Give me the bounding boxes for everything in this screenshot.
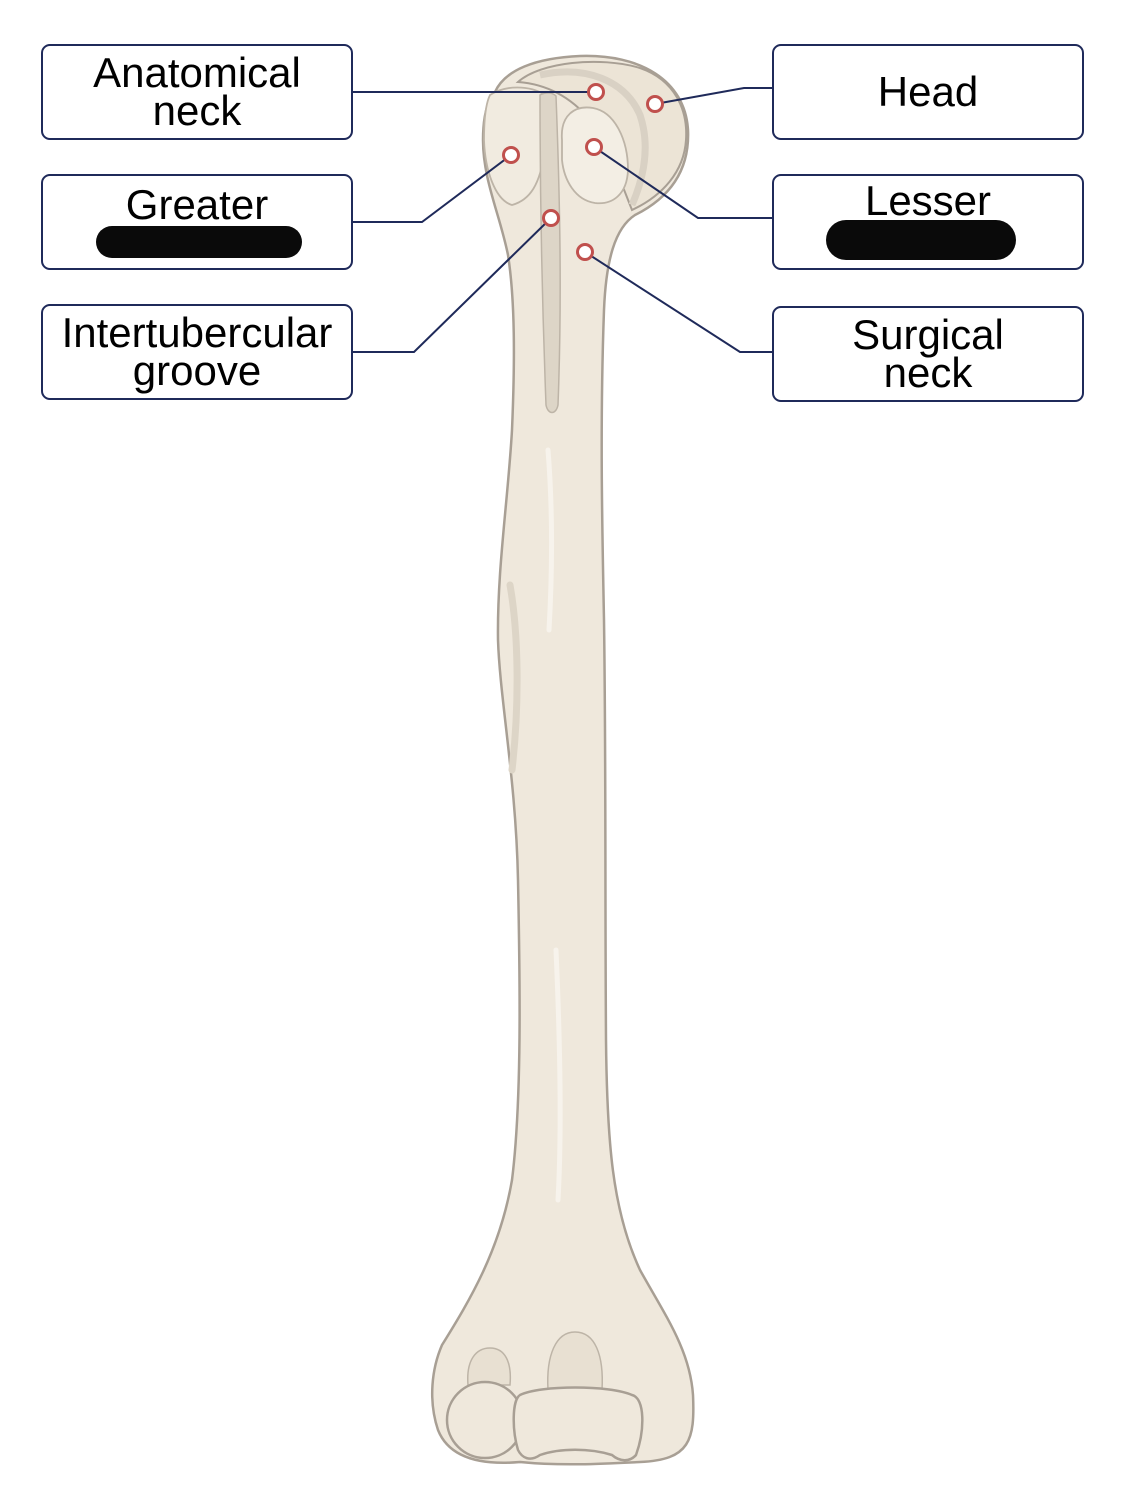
marker-greater[interactable]	[502, 146, 520, 164]
redaction-mark-lesser	[826, 220, 1016, 260]
leader-line-greater	[352, 154, 512, 223]
marker-intertubercular[interactable]	[542, 209, 560, 227]
label-greater-line1: Greater	[125, 181, 269, 228]
marker-head[interactable]	[646, 95, 664, 113]
label-surgical-neck-line2: neck	[883, 349, 973, 396]
label-surgical-neck-line1: Surgical	[852, 311, 1004, 358]
label-anatomical-neck-line1: Anatomical	[93, 49, 301, 96]
label-surgical-neck[interactable]: Surgical neck	[772, 306, 1084, 402]
label-head[interactable]: Head	[772, 44, 1084, 140]
label-lesser-line1: Lesser	[864, 177, 992, 224]
deltoid-tuberosity	[506, 581, 521, 774]
leader-line-head	[654, 87, 772, 105]
label-head-line1: Head	[877, 68, 979, 115]
capitulum-shape	[445, 1380, 525, 1460]
label-anatomical-neck[interactable]: Anatomical neck	[41, 44, 353, 140]
trochlea-shape	[512, 1386, 644, 1462]
radial-fossa-bump	[467, 1347, 512, 1386]
label-intertubercular-line1: Intertubercular	[61, 309, 333, 356]
humeral-head-shape	[430, 54, 695, 1466]
leader-lines	[352, 87, 772, 353]
label-intertubercular-line2: groove	[132, 347, 262, 394]
shaft-highlight-upper	[545, 447, 555, 633]
anatomical-neck-groove	[539, 68, 649, 207]
intertubercular-groove-shape	[539, 92, 561, 414]
markers	[502, 83, 664, 261]
marker-surgical-neck[interactable]	[576, 243, 594, 261]
redaction-mark-greater	[96, 226, 302, 258]
marker-anatomical-neck[interactable]	[587, 83, 605, 101]
coronoid-fossa-bump	[547, 1331, 604, 1391]
label-greater[interactable]: Greater	[41, 174, 353, 270]
leader-line-intertubercular	[352, 217, 552, 353]
marker-lesser[interactable]	[585, 138, 603, 156]
leader-line-lesser	[593, 146, 772, 219]
label-intertubercular-groove[interactable]: Intertubercular groove	[41, 304, 353, 400]
label-anatomical-neck-line2: neck	[152, 87, 242, 134]
humerus-bone	[430, 54, 695, 1466]
shaft-highlight-lower	[553, 947, 563, 1203]
greater-tubercle-shape	[483, 86, 546, 206]
leader-line-surgical-neck	[584, 251, 772, 353]
